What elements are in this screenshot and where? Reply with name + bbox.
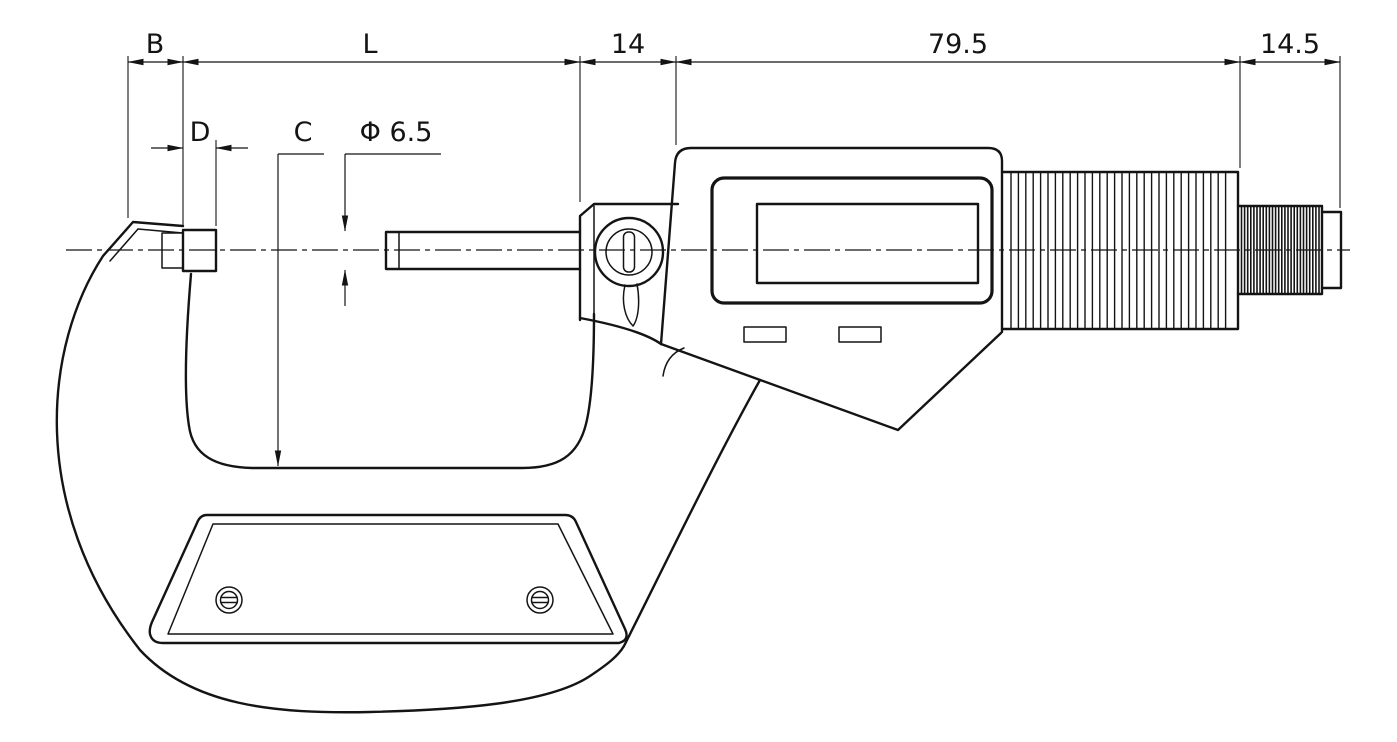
display-housing [659,146,1004,432]
thimble-knurling [1010,173,1227,328]
dimension-labels: B L 14 79.5 14.5 D C Φ 6.5 [146,29,1320,148]
dim-label-l: L [362,29,377,60]
spindle-lock-assembly [578,202,680,346]
lock-knob-outer [593,216,665,288]
frame-outline [55,220,762,714]
dim-label-phi-6-5: Φ 6.5 [360,117,433,148]
dimension-lines [127,56,1341,467]
screw-right [526,586,554,614]
dim-label-b: B [146,29,165,60]
lcd-bezel [710,176,994,305]
anvil [161,228,218,273]
ratchet-knurling [1240,207,1320,293]
lcd-screen [755,202,980,285]
button-right [838,326,882,343]
ratchet-stop [1236,204,1343,296]
lcd-display [710,176,994,305]
spindle [384,230,582,271]
lock-knob-inner [605,228,653,276]
lock-knob-slot [622,231,636,273]
grip-plate [148,513,628,645]
dim-label-79-5: 79.5 [928,29,988,60]
lock-lever [622,283,640,327]
lock-block [578,202,680,322]
dim-label-14: 14 [611,29,645,60]
thimble [1000,170,1240,331]
dim-label-d: D [190,117,211,148]
button-left [743,326,787,343]
dim-label-14-5: 14.5 [1260,29,1320,60]
screw-left [215,586,243,614]
ratchet-end-cap [1320,210,1343,290]
function-buttons [743,326,882,343]
dim-label-c: C [294,117,313,148]
